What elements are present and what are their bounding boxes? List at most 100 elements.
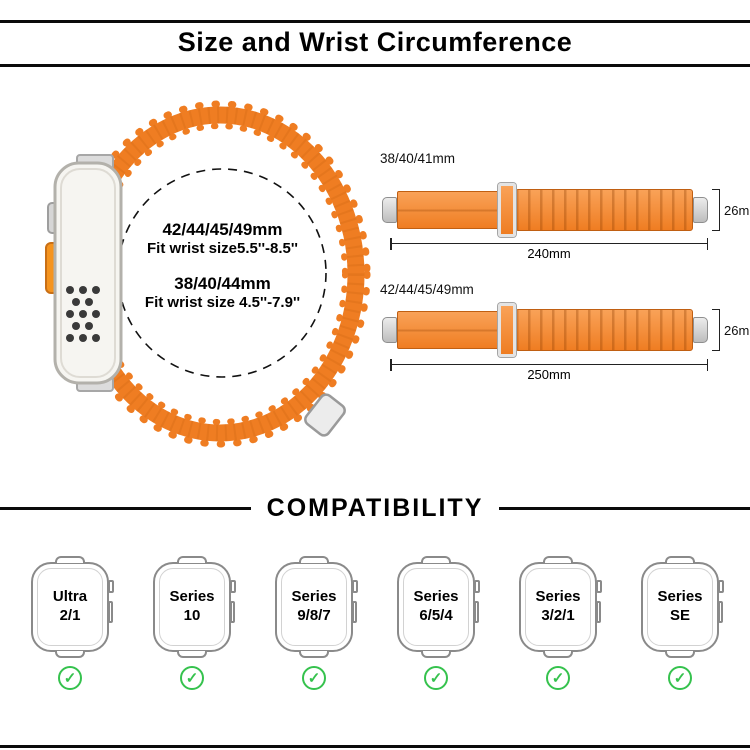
lug-bottom-icon	[55, 651, 85, 658]
speaker-grille-icon	[66, 286, 100, 342]
compat-divider-left	[0, 506, 251, 510]
band1-size-label: 38/40/41mm	[380, 151, 456, 166]
band2-length-line: 250mm	[390, 359, 708, 382]
fit-line-2: Fit wrist size 4.5''-7.9''	[144, 293, 301, 311]
watch-outline-icon: Series 6/5/4	[397, 556, 480, 658]
model-version: 10	[183, 607, 201, 624]
model-name: Series	[657, 588, 703, 606]
lug-bottom-icon	[177, 651, 207, 658]
band2-strap-smooth	[397, 311, 499, 349]
model-name: Series	[535, 588, 581, 606]
models-row: Ultra 2/1 ✓ Series 10 ✓	[0, 556, 750, 690]
watch-outline-icon: Series 9/8/7	[275, 556, 358, 658]
compatibility-header: COMPATIBILITY	[0, 492, 750, 524]
lug-top-icon	[55, 556, 85, 563]
side-button-icon	[352, 601, 357, 623]
model-label: Series 3/2/1	[521, 564, 595, 650]
watch-outline-icon: Ultra 2/1	[31, 556, 114, 658]
model-name: Ultra	[52, 588, 88, 606]
title-divider	[0, 64, 750, 67]
model-version: 2/1	[59, 607, 81, 624]
lug-bottom-icon	[299, 651, 329, 658]
band2-adapter-right	[693, 317, 708, 343]
model-cell-series-654: Series 6/5/4 ✓	[384, 556, 488, 690]
band1-diagram	[382, 183, 708, 237]
model-label: Series 10	[155, 564, 229, 650]
compatibility-title: COMPATIBILITY	[266, 493, 484, 522]
compat-divider-right	[499, 506, 750, 510]
band2-length-label: 250mm	[522, 367, 576, 382]
lug-top-icon	[665, 556, 695, 563]
band1-strap-ribbed	[515, 189, 693, 231]
size-line-2: 38/40/44mm	[174, 273, 271, 293]
size-line-1: 42/44/45/49mm	[162, 220, 283, 239]
band1-length-label: 240mm	[522, 246, 576, 261]
watch-outline-icon: Series SE	[641, 556, 724, 658]
check-icon: ✓	[58, 666, 82, 690]
band1-width-label: 26mm	[724, 203, 750, 218]
lug-top-icon	[177, 556, 207, 563]
model-label: Series 9/8/7	[277, 564, 351, 650]
model-label: Series 6/5/4	[399, 564, 473, 650]
check-icon: ✓	[668, 666, 692, 690]
watch-outline-icon: Series 3/2/1	[519, 556, 602, 658]
side-button-icon	[596, 601, 601, 623]
band2-width-label: 26mm	[724, 323, 750, 338]
band1-strap-smooth	[397, 191, 499, 229]
check-glyph: ✓	[551, 670, 565, 687]
crown-icon	[352, 580, 358, 593]
loop-adjuster	[304, 393, 346, 437]
bottom-divider	[0, 745, 750, 748]
band2-size-label: 42/44/45/49mm	[380, 282, 474, 297]
side-button-icon	[474, 601, 479, 623]
lug-top-icon	[299, 556, 329, 563]
band2-diagram	[382, 303, 708, 357]
watch-case	[45, 154, 123, 392]
watch-loop-graphic	[45, 100, 371, 448]
band1-adapter-left	[382, 197, 397, 223]
watch-loop-illustration: 42/44/45/49mm Fit wrist size5.5''-8.5'' …	[15, 85, 395, 485]
band2-buckle	[498, 303, 516, 357]
lug-top-icon	[543, 556, 573, 563]
side-button-icon	[718, 601, 723, 623]
lug-bottom-icon	[421, 651, 451, 658]
model-label: Series SE	[643, 564, 717, 650]
model-name: Series	[291, 588, 337, 606]
model-cell-series-10: Series 10 ✓	[140, 556, 244, 690]
check-glyph: ✓	[63, 670, 77, 687]
band1-adapter-right	[693, 197, 708, 223]
check-icon: ✓	[424, 666, 448, 690]
model-cell-ultra: Ultra 2/1 ✓	[18, 556, 122, 690]
check-glyph: ✓	[429, 670, 443, 687]
page-title: Size and Wrist Circumference	[177, 27, 573, 57]
lug-top-icon	[421, 556, 451, 563]
check-glyph: ✓	[307, 670, 321, 687]
crown-icon	[596, 580, 602, 593]
model-label: Ultra 2/1	[33, 564, 107, 650]
check-icon: ✓	[180, 666, 204, 690]
model-cell-series-321: Series 3/2/1 ✓	[506, 556, 610, 690]
model-version: SE	[669, 607, 690, 624]
watch-outline-icon: Series 10	[153, 556, 236, 658]
crown-icon	[718, 580, 724, 593]
band1-length-line: 240mm	[390, 238, 708, 261]
crown-icon	[108, 580, 114, 593]
check-glyph: ✓	[185, 670, 199, 687]
crown-icon	[474, 580, 480, 593]
model-cell-series-987: Series 9/8/7 ✓	[262, 556, 366, 690]
band2-strap-ribbed	[515, 309, 693, 351]
model-version: 3/2/1	[541, 607, 575, 624]
crown-icon	[230, 580, 236, 593]
fit-line-1: Fit wrist size5.5''-8.5''	[147, 240, 298, 258]
model-version: 9/8/7	[297, 607, 331, 624]
side-button-icon	[108, 601, 113, 623]
model-name: Series	[169, 588, 215, 606]
band2-width-bracket	[712, 309, 720, 351]
model-name: Series	[413, 588, 459, 606]
lug-bottom-icon	[543, 651, 573, 658]
side-button-icon	[230, 601, 235, 623]
model-cell-series-se: Series SE ✓	[628, 556, 732, 690]
size-fit-text: 42/44/45/49mm Fit wrist size5.5''-8.5'' …	[115, 220, 330, 311]
check-icon: ✓	[546, 666, 570, 690]
